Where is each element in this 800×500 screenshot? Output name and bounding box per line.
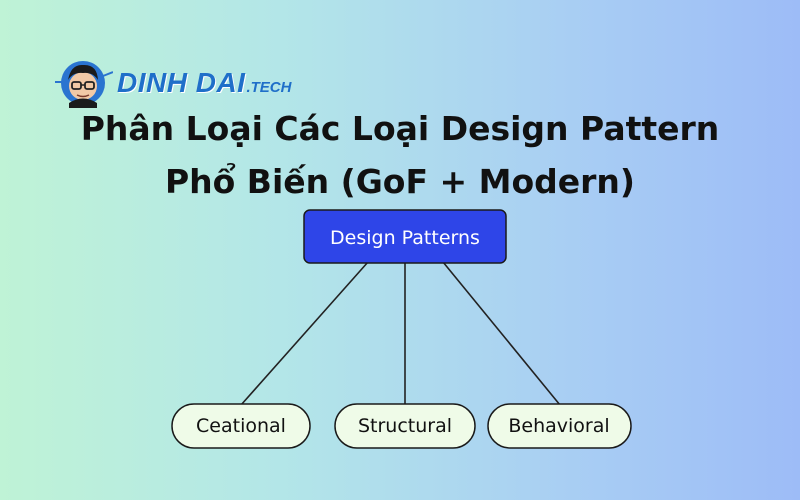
node-behavioral: Behavioral: [487, 403, 632, 449]
node-creational-box: [171, 403, 311, 449]
logo-suffix: .TECH: [246, 78, 292, 96]
node-root-label: Design Patterns: [330, 227, 480, 249]
edge-root-creational: [240, 261, 369, 406]
logo-text: DINH DAI: [117, 67, 246, 98]
page-title: Phân Loại Các Loại Design Pattern Phổ Bi…: [0, 102, 800, 208]
node-creational: Ceational: [171, 403, 311, 449]
node-behavioral-label: Behavioral: [508, 415, 609, 437]
node-structural-box: [334, 403, 476, 449]
edge-root-behavioral: [442, 261, 561, 406]
avatar-icon: [55, 61, 113, 108]
node-creational-label: Ceational: [196, 415, 286, 437]
node-structural: Structural: [334, 403, 476, 449]
title-line-1: Phân Loại Các Loại Design Pattern: [80, 109, 720, 148]
title-line-2: Phổ Biến (GoF + Modern): [164, 162, 636, 201]
logo: DINH DAI .TECH: [55, 58, 291, 108]
node-root: Design Patterns: [303, 209, 507, 264]
node-behavioral-box: [487, 403, 632, 449]
node-root-box: [303, 209, 507, 264]
node-structural-label: Structural: [358, 415, 452, 437]
